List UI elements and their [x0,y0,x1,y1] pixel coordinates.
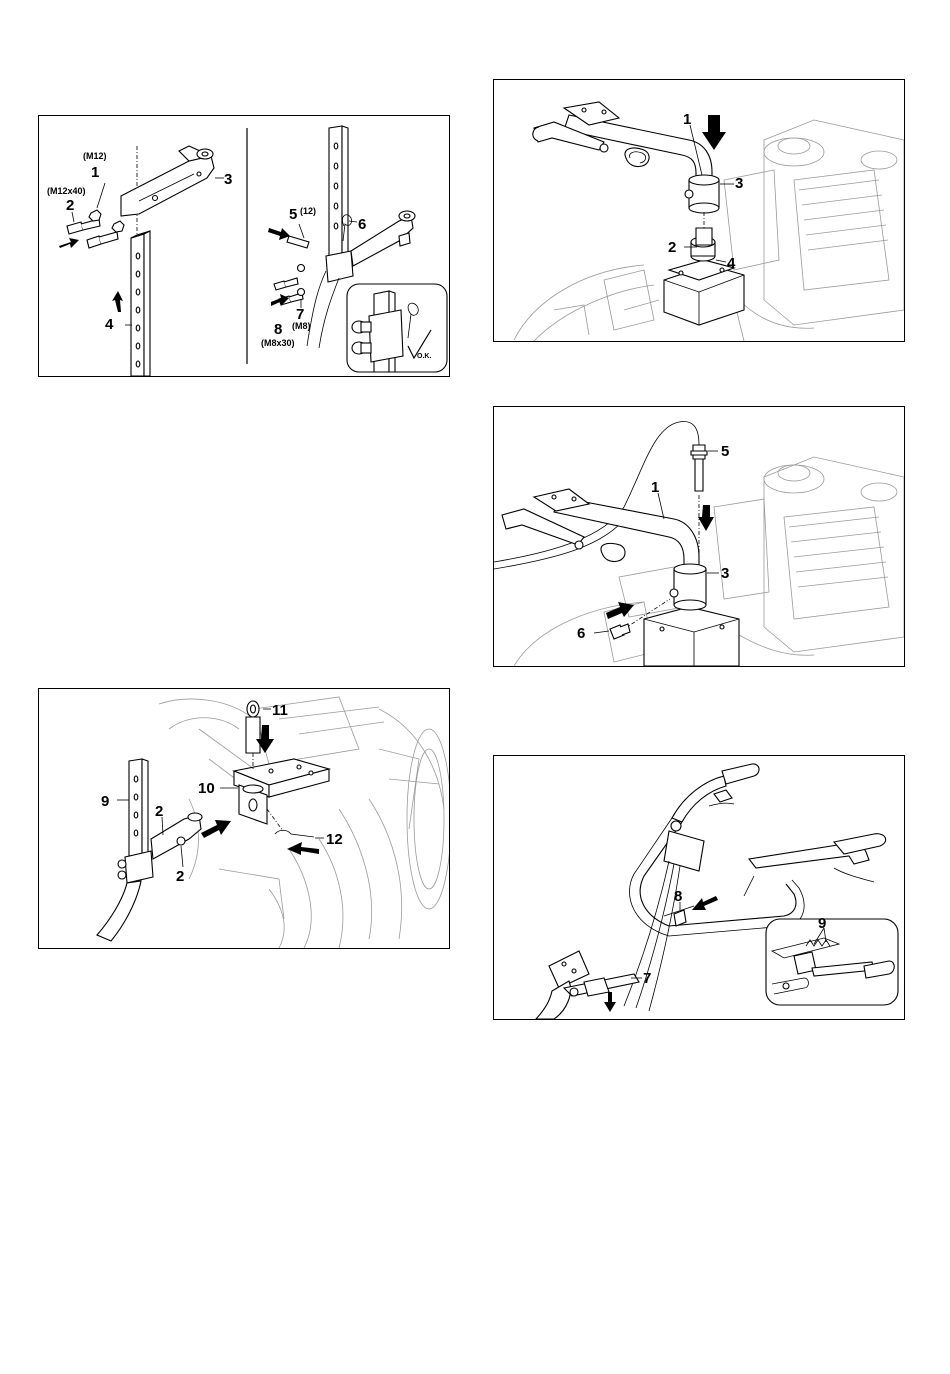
arrow-insert-bolts-m8 [271,294,289,306]
callout-6: 6 [577,625,585,642]
figure-handlebar-adjustment: 7 8 9 [493,755,905,1020]
nuts-part-7 [298,265,305,296]
arrow-push-rail [112,291,123,312]
handle-bar-part-1 [502,489,706,610]
arrow-insert-bolts [59,238,79,248]
callout-2: 2 [668,239,676,256]
arrow-pull-lever [604,992,616,1012]
figure-d-drawing: 11 10 12 9 2 2 [39,689,449,948]
callout-5: 5 [721,443,729,460]
pin-part-2 [696,228,712,245]
arrow-insert-pin [268,228,290,240]
callout-6: 6 [358,216,366,233]
figure-depth-stop-mounting: 11 10 12 9 2 2 [38,688,450,949]
callout-2-size: (M12x40) [47,186,86,196]
figure-handle-bracket-assembly: (M12) 1 (M12x40) 2 3 4 5 (12) 6 7 (M8) 8… [38,115,450,377]
callout-3: 3 [735,175,743,192]
figure-b-drawing: 1 3 2 4 [494,80,904,341]
inset-ratchet-detail [766,919,898,1005]
figure-a-drawing: (M12) 1 (M12x40) 2 3 4 5 (12) 6 7 (M8) 8… [39,116,449,376]
nuts-part-1 [89,210,124,232]
callout-4: 4 [727,255,736,272]
clip-part-12 [275,830,314,837]
callout-1: 1 [683,111,691,128]
callout-1: 1 [91,164,99,181]
callout-1-size: (M12) [83,151,107,161]
tines-background [159,697,449,948]
callout-3: 3 [224,171,232,188]
inset-ok-detail [347,284,447,372]
cable-end-part-5 [691,445,707,491]
callout-3: 3 [721,565,729,582]
callout-7: 7 [643,970,651,987]
arrow-press-down [702,115,726,150]
callout-9: 9 [101,793,109,810]
figure-handle-insert: 1 3 2 4 [493,79,905,342]
callout-2: 2 [66,197,74,214]
arrow-mount-rod [201,820,231,838]
depth-rod-part-9 [97,759,202,941]
callout-7-size: (M8) [292,321,311,331]
callout-8: 8 [674,888,682,905]
callout-8-size: (M8x30) [261,338,295,348]
callout-4: 4 [105,316,114,333]
bracket-part-10 [234,759,329,824]
callout-11: 11 [272,702,288,719]
callout-1: 1 [651,479,659,496]
pin-part-11 [246,701,260,753]
callout-12: 12 [326,831,343,848]
rail-part-4 [131,231,150,376]
ok-mark: O.K. [417,353,431,360]
callout-2-upper: 2 [155,803,163,820]
pin-part-5 [287,236,309,248]
callout-8: 8 [274,321,282,338]
figure-handle-cable: 1 5 3 6 [493,406,905,667]
callout-5: 5 [289,206,297,223]
figure-e-drawing: 7 8 9 [494,756,904,1019]
callout-2-lower: 2 [176,868,184,885]
figure-c-drawing: 1 5 3 6 [494,407,904,666]
bracket-part-3 [121,146,214,216]
gearbox-housing [644,607,739,666]
callout-5-size: (12) [300,206,316,216]
lower-handle-part-7 [536,951,639,1019]
callout-9: 9 [818,915,826,932]
arrow-insert-cable [698,505,714,531]
callout-10: 10 [198,780,215,797]
